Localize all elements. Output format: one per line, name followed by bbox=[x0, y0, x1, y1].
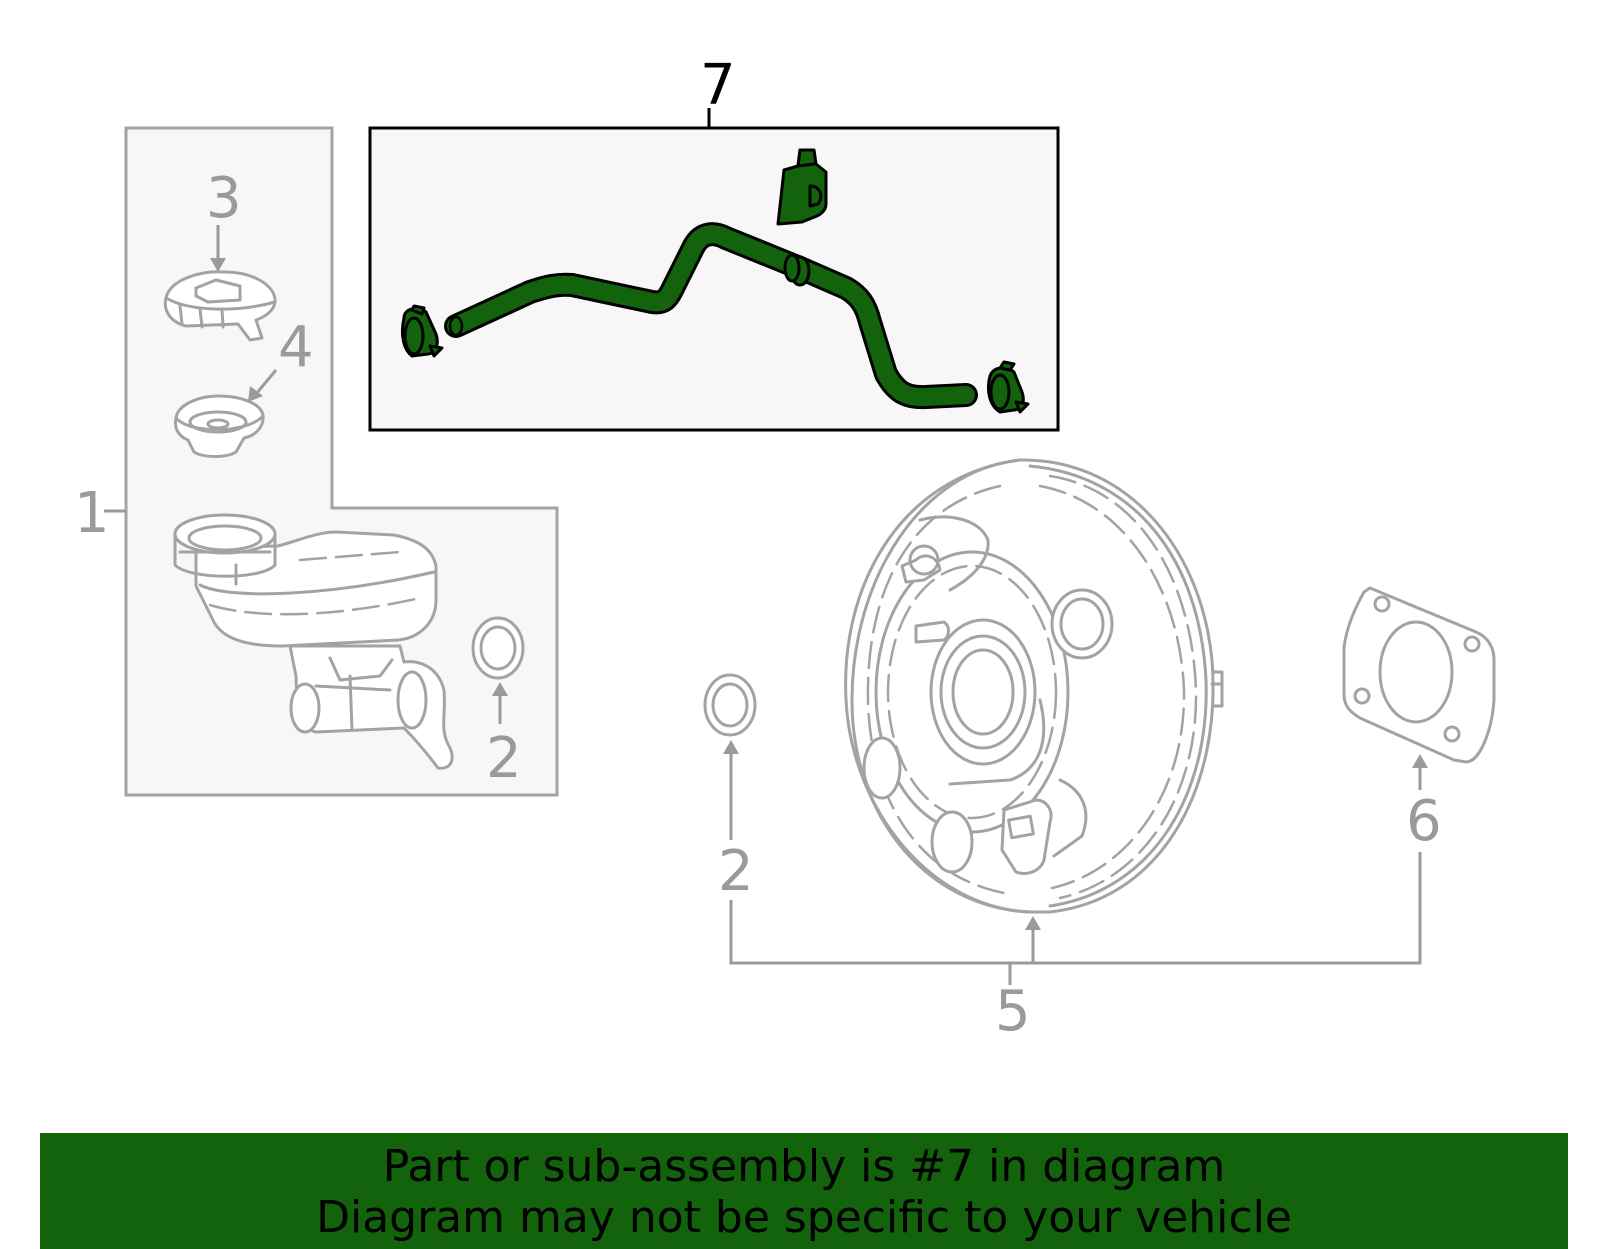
hose-clamp-icon-right bbox=[986, 360, 1030, 414]
hose-clamp-icon-left bbox=[400, 304, 444, 358]
callout-6: 6 bbox=[1406, 789, 1442, 854]
callout-3: 3 bbox=[206, 166, 242, 231]
brake-booster-icon bbox=[844, 458, 1224, 914]
callout-3-arrow bbox=[210, 258, 226, 272]
callout-5-bracket bbox=[729, 852, 1422, 965]
hose-bracket-icon bbox=[776, 148, 828, 226]
callout-6-arrow bbox=[1412, 754, 1428, 768]
callout-4-leader bbox=[254, 369, 278, 395]
info-banner: Part or sub-assembly is #7 in diagram Di… bbox=[40, 1133, 1568, 1249]
callout-5-arrow bbox=[1025, 916, 1041, 930]
vacuum-hose-icon bbox=[444, 222, 978, 410]
group-7-box bbox=[368, 126, 1060, 432]
callout-2b-arrow bbox=[723, 740, 739, 754]
gasket-icon bbox=[1342, 586, 1496, 764]
callout-2a: 2 bbox=[486, 726, 522, 791]
o-ring-icon-right bbox=[703, 673, 757, 737]
banner-line-2: Diagram may not be specific to your vehi… bbox=[316, 1192, 1292, 1243]
callout-2a-arrow bbox=[492, 682, 508, 696]
o-ring-icon-left bbox=[471, 616, 525, 680]
callout-2b: 2 bbox=[718, 839, 754, 904]
master-cylinder-icon bbox=[173, 513, 454, 770]
callout-1: 1 bbox=[74, 481, 110, 546]
strainer-icon bbox=[174, 394, 265, 458]
callout-4: 4 bbox=[278, 315, 314, 380]
callout-7: 7 bbox=[700, 53, 736, 118]
reservoir-cap-icon bbox=[163, 270, 277, 342]
banner-line-1: Part or sub-assembly is #7 in diagram bbox=[382, 1141, 1226, 1192]
callout-5: 5 bbox=[995, 979, 1031, 1044]
callout-4-arrow bbox=[248, 386, 263, 402]
